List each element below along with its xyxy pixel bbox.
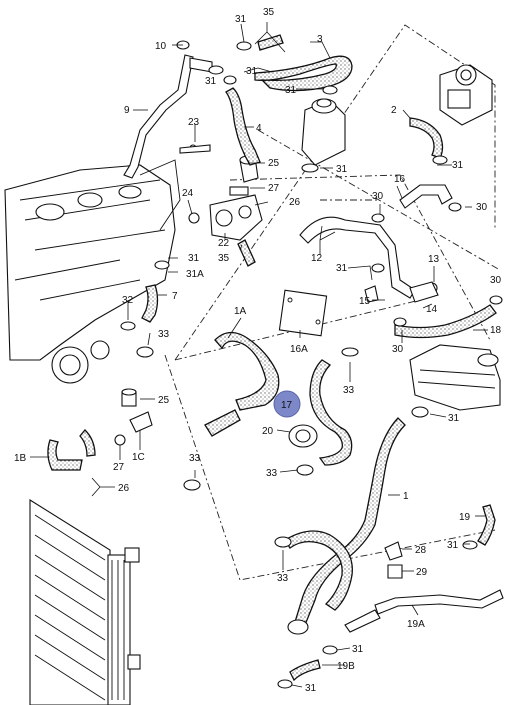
pipes (123, 54, 504, 633)
callout-30: 30 (490, 275, 502, 286)
callout-22: 22 (218, 238, 230, 249)
assembly-outline-upper (174, 24, 496, 361)
callout-1B: 1B (14, 453, 27, 464)
callout-29: 29 (416, 567, 428, 578)
callout-26: 26 (289, 197, 301, 208)
leader-lines (30, 22, 488, 688)
hose-1A-lower (204, 409, 241, 437)
callout-26: 26 (118, 483, 130, 494)
hose-3 (254, 55, 353, 92)
callout-labels: 35 31 10 31 3 31 9 31 2 23 4 31 25 31 27… (14, 7, 502, 694)
hose-lower-s (284, 530, 353, 611)
engine-block (4, 159, 181, 384)
callout-9: 9 (124, 105, 130, 116)
callout-31: 31 (352, 644, 364, 655)
callout-25: 25 (158, 395, 170, 406)
callout-1: 1 (403, 491, 409, 502)
callout-28: 28 (415, 545, 427, 556)
callout-15: 15 (359, 296, 371, 307)
hose-4 (225, 87, 261, 166)
hose-19B (289, 659, 321, 682)
callout-24: 24 (182, 188, 194, 199)
small-parts (114, 40, 439, 579)
callout-3: 3 (317, 34, 323, 45)
callout-23: 23 (188, 117, 200, 128)
callout-1A: 1A (234, 306, 247, 317)
hose-7 (141, 284, 159, 323)
hose-1A (214, 331, 280, 411)
callout-17: 17 (281, 400, 293, 411)
callout-1C: 1C (132, 452, 145, 463)
callout-13: 13 (428, 254, 440, 265)
hoses (47, 34, 497, 682)
callout-27: 27 (113, 462, 125, 473)
hose-clamps (120, 41, 503, 689)
thermostat-housing (209, 155, 263, 241)
callout-2: 2 (391, 105, 397, 116)
callout-31A: 31A (186, 269, 204, 280)
callout-19B: 19B (337, 661, 355, 672)
callout-31: 31 (205, 76, 217, 87)
gasket-16A (278, 289, 328, 337)
callout-35: 35 (263, 7, 275, 18)
callout-20: 20 (262, 426, 274, 437)
callout-30: 30 (476, 202, 488, 213)
callout-14: 14 (426, 304, 438, 315)
callout-16A: 16A (290, 344, 308, 355)
callout-31: 31 (188, 253, 200, 264)
callout-19A: 19A (407, 619, 425, 630)
hose-1B (47, 439, 83, 471)
hose-16A-curve (309, 359, 353, 466)
callout-31: 31 (336, 164, 348, 175)
callout-27: 27 (268, 183, 280, 194)
coolant-reservoir (301, 98, 346, 166)
callout-7: 7 (172, 291, 178, 302)
callout-12: 12 (311, 253, 323, 264)
callout-31: 31 (246, 66, 258, 77)
callout-25: 25 (268, 158, 280, 169)
callout-31: 31 (305, 683, 317, 694)
callout-4: 4 (256, 123, 262, 134)
expansion-tank-top (439, 64, 493, 126)
callout-33: 33 (158, 329, 170, 340)
radiator (29, 499, 141, 705)
callout-18: 18 (490, 325, 502, 336)
hose-35 (257, 34, 284, 51)
callout-19: 19 (459, 512, 471, 523)
expansion-tank-lower (409, 344, 501, 411)
callout-32: 32 (122, 295, 134, 306)
callout-33: 33 (277, 573, 289, 584)
hose-2 (409, 117, 444, 159)
callout-10: 10 (155, 41, 167, 52)
callout-30: 30 (392, 344, 404, 355)
hose-35b (237, 239, 256, 267)
callout-31: 31 (336, 263, 348, 274)
callout-35: 35 (218, 253, 230, 264)
hose-1B-upper (79, 429, 96, 457)
highlight-marker (273, 390, 301, 418)
callout-31: 31 (235, 14, 247, 25)
callout-31: 31 (448, 413, 460, 424)
callout-31: 31 (452, 160, 464, 171)
callout-31: 31 (447, 540, 459, 551)
callout-33: 33 (266, 468, 278, 479)
callout-33: 33 (189, 453, 201, 464)
hose-19 (477, 504, 496, 546)
callout-31: 31 (285, 85, 297, 96)
callout-16: 16 (394, 174, 406, 185)
hose-18 (394, 304, 497, 339)
callout-33: 33 (343, 385, 355, 396)
callout-30: 30 (372, 191, 384, 202)
assembly-outline-right (229, 129, 501, 341)
